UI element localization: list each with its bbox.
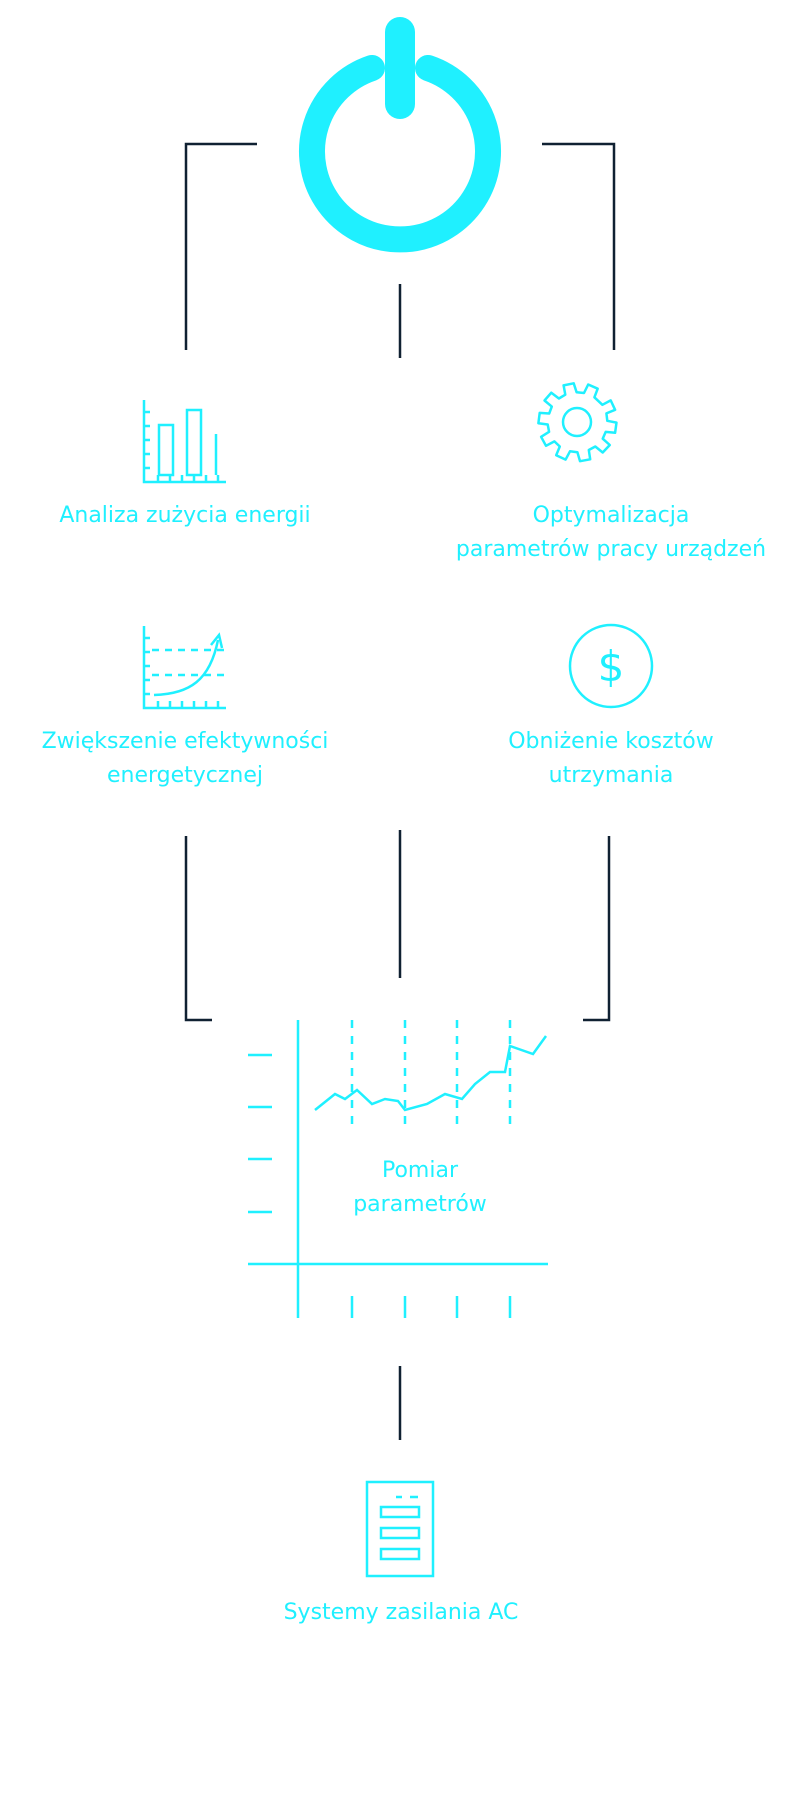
measurement-label: Pomiar parametrów bbox=[353, 1154, 487, 1222]
bar-chart-icon bbox=[142, 400, 226, 484]
chart-gridlines bbox=[350, 1020, 512, 1127]
bottom-right-bracket bbox=[583, 836, 611, 1022]
power-icon bbox=[299, 17, 501, 253]
optimization-label-line2: parametrów pracy urządzeń bbox=[455, 537, 767, 562]
power-system-label: Systemy zasilania AC bbox=[284, 1596, 519, 1630]
connector-lines bbox=[184, 142, 616, 1440]
dollar-icon: $ bbox=[568, 623, 654, 709]
analysis-label-line1: Analiza zużycia energii bbox=[59, 503, 311, 528]
efficiency-label-line2: energetycznej bbox=[106, 763, 264, 788]
power-system-label-line1: Systemy zasilania AC bbox=[283, 1600, 519, 1625]
costs-label-line1: Obniżenie kosztów bbox=[508, 729, 714, 754]
line-chart-icon bbox=[248, 1020, 548, 1318]
chart-trend-line bbox=[314, 1035, 548, 1112]
svg-text:$: $ bbox=[598, 642, 625, 691]
optimization-label: Optymalizacja parametrów pracy urządzeń bbox=[456, 499, 766, 567]
top-right-bracket bbox=[542, 142, 616, 350]
efficiency-label-line1: Zwiększenie efektywności bbox=[41, 729, 329, 754]
analysis-label: Analiza zużycia energii bbox=[59, 499, 310, 533]
power-cabinet-icon bbox=[365, 1480, 435, 1578]
gear-icon bbox=[537, 382, 618, 463]
costs-label: Obniżenie kosztów utrzymania bbox=[508, 725, 714, 793]
efficiency-label: Zwiększenie efektywności energetycznej bbox=[42, 725, 329, 793]
growth-curve-icon bbox=[142, 626, 226, 710]
bottom-left-bracket bbox=[184, 836, 212, 1022]
measurement-label-line1: Pomiar bbox=[381, 1158, 458, 1183]
measurement-label-line2: parametrów bbox=[353, 1192, 487, 1217]
costs-label-line2: utrzymania bbox=[548, 763, 674, 788]
top-left-bracket bbox=[184, 142, 257, 350]
chart-x-ticks bbox=[350, 1296, 512, 1318]
optimization-label-line1: Optymalizacja bbox=[532, 503, 690, 528]
chart-y-ticks bbox=[248, 1053, 272, 1214]
